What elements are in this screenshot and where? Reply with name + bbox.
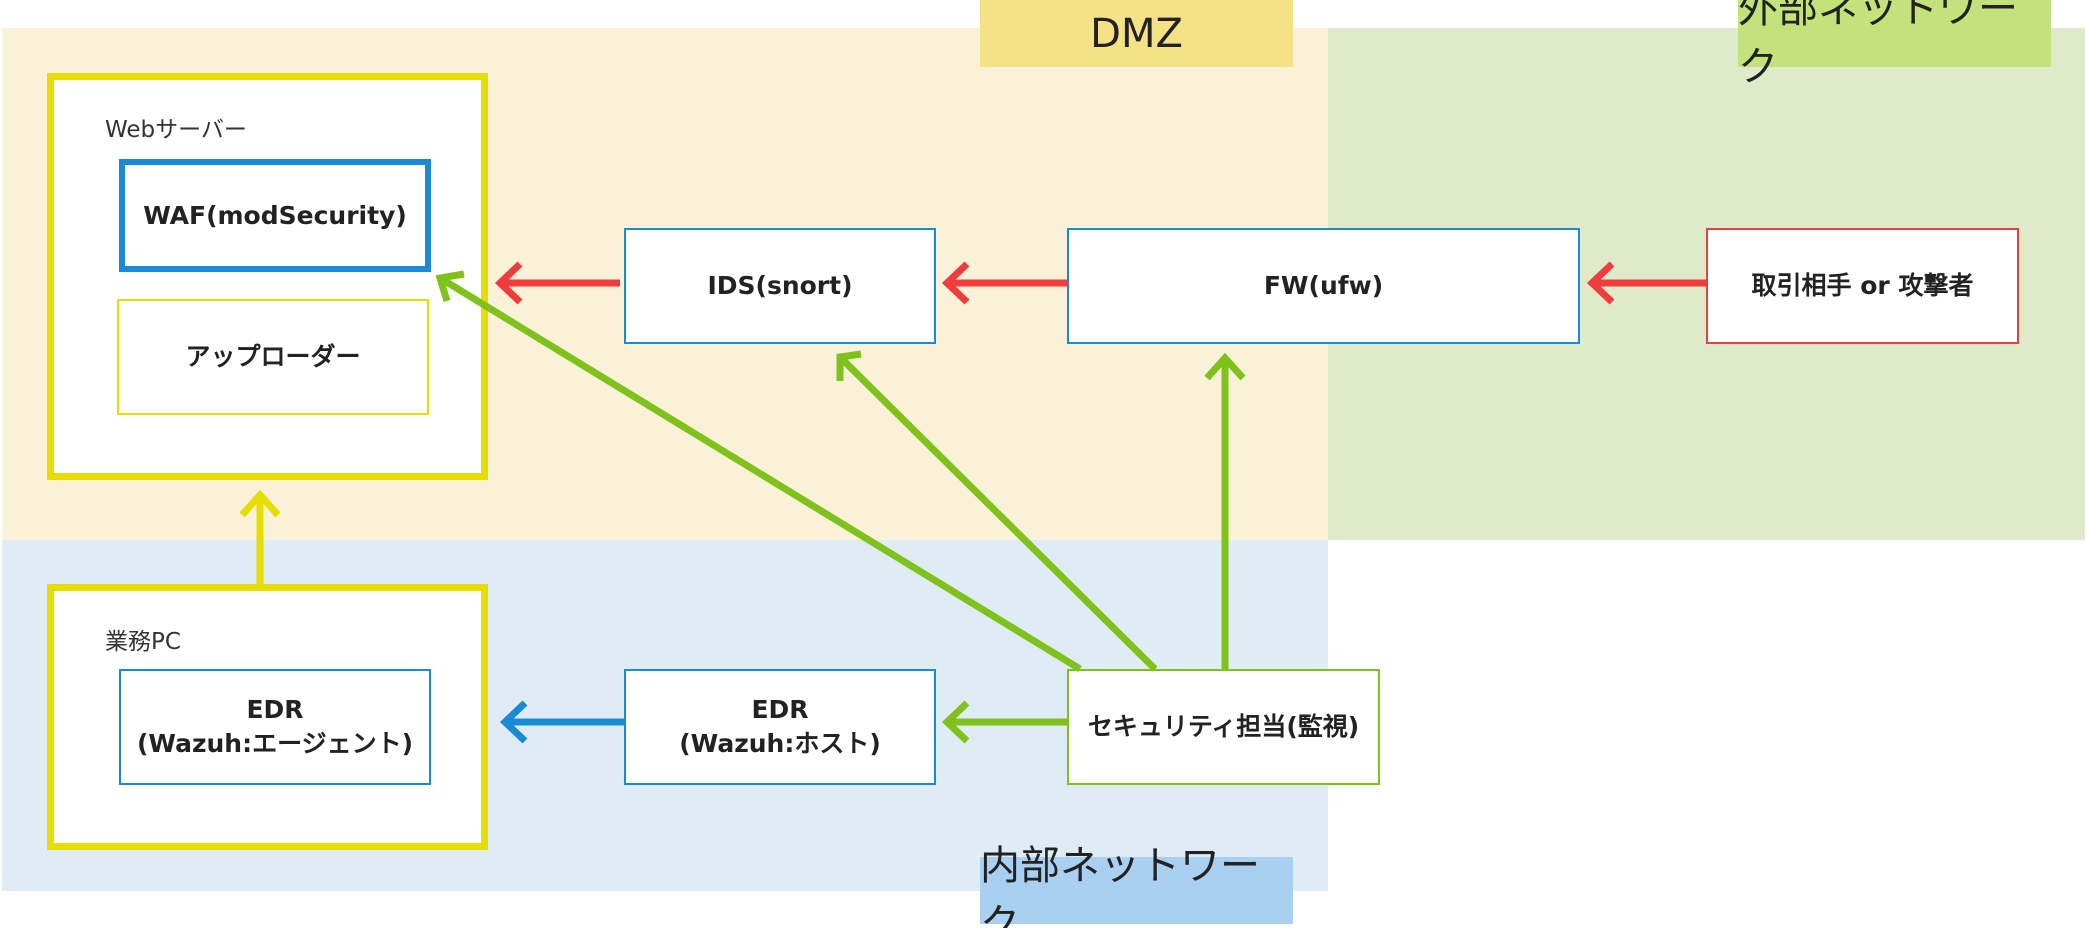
web-server-title: Webサーバー (105, 117, 247, 143)
partner-or-attacker-node: 取引相手 or 攻撃者 (1706, 228, 2019, 344)
edr-agent-node: EDR (Wazuh:エージェント) (119, 669, 431, 785)
waf-node: WAF(modSecurity) (119, 159, 431, 272)
arrow-security-to-waf (435, 270, 1082, 672)
dmz-zone-label: DMZ (980, 0, 1293, 67)
business-pc-title: 業務PC (105, 629, 181, 655)
arrow-security-to-edr-host (941, 700, 1067, 744)
arrow-fw-to-ids (941, 261, 1067, 305)
arrow-security-to-ids (836, 350, 1158, 672)
uploader-node: アップローダー (117, 299, 429, 415)
arrow-ids-to-waf (494, 261, 620, 305)
ids-node: IDS(snort) (624, 228, 936, 344)
security-monitoring-node: セキュリティ担当(監視) (1067, 669, 1380, 785)
arrow-edr-host-to-agent (499, 700, 624, 744)
edr-host-node: EDR (Wazuh:ホスト) (624, 669, 936, 785)
firewall-node: FW(ufw) (1067, 228, 1580, 344)
internal-network-zone-label: 内部ネットワーク (980, 843, 1293, 928)
arrow-partner-to-fw (1586, 261, 1706, 305)
arrow-security-to-fw (1204, 352, 1246, 669)
arrow-pc-to-webserver (239, 489, 281, 584)
